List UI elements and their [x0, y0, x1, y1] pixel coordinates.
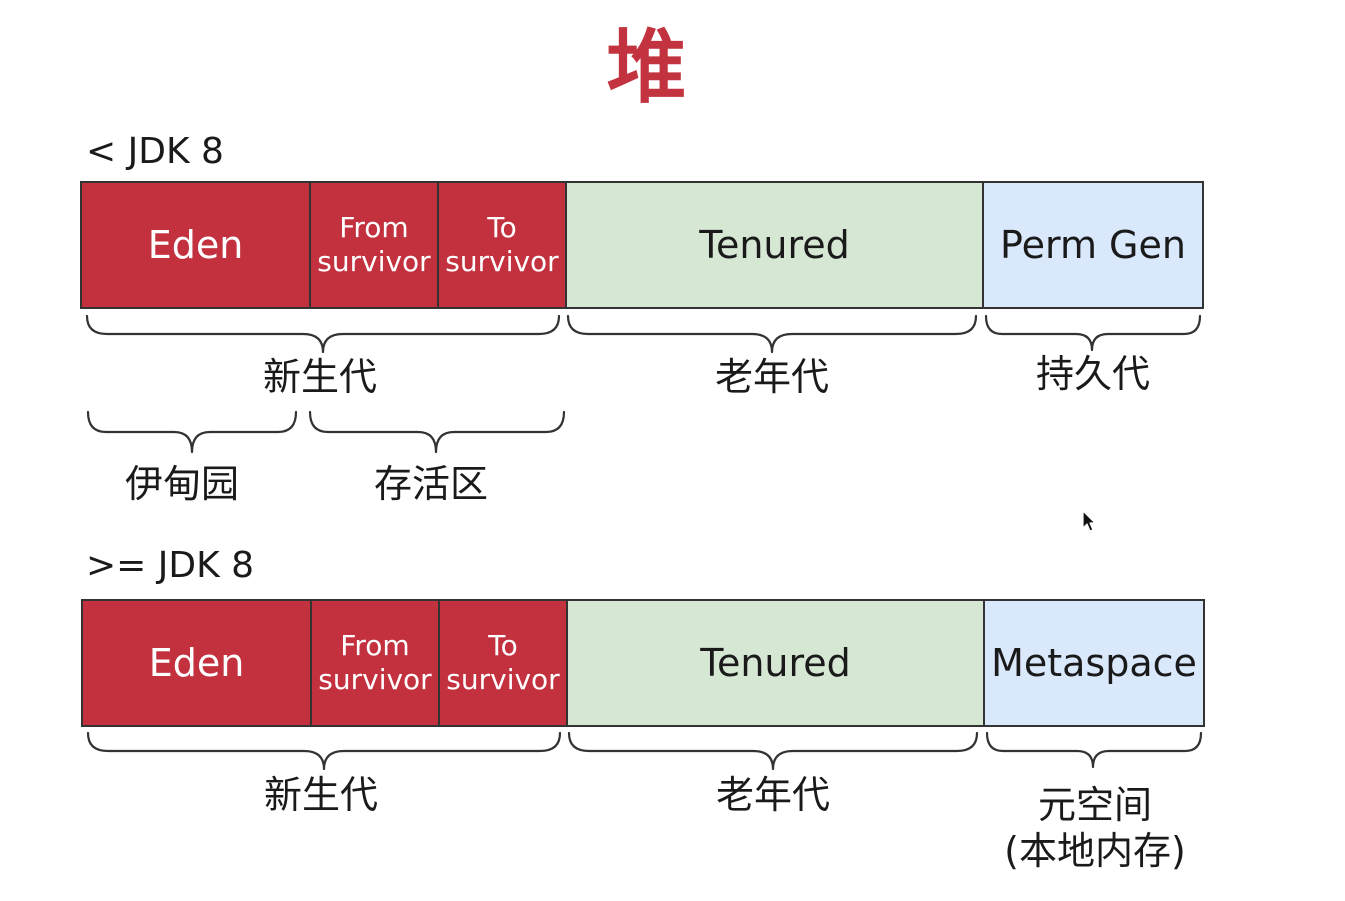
brace-young-gen [85, 314, 561, 354]
brace-old-gen [566, 314, 978, 354]
brace-perm-gen [984, 314, 1202, 352]
segment-to-label: To [488, 629, 518, 663]
brace-metaspace [985, 731, 1203, 769]
label-perm-gen: 持久代 [1035, 352, 1151, 396]
segment-metaspace: Metaspace [985, 601, 1203, 725]
segment-tenured-label: Tenured [700, 641, 851, 685]
segment-from-label: From [340, 629, 410, 663]
heap-bar-post-jdk8: Eden From survivor To survivor Tenured M… [81, 599, 1205, 727]
heap-bar-pre-jdk8: Eden From survivor To survivor Tenured P… [80, 181, 1204, 309]
segment-eden-label: Eden [147, 223, 244, 267]
section-label-post-jdk8: >= JDK 8 [86, 545, 255, 586]
section-label-pre-jdk8: < JDK 8 [86, 131, 224, 172]
page-title: 堆 [606, 21, 687, 114]
segment-tenured: Tenured [567, 183, 984, 307]
segment-from-label: From [339, 211, 409, 245]
segment-from-sub-label: survivor [317, 245, 431, 278]
label-young-gen: 新生代 [263, 773, 379, 817]
label-metaspace: 元空间 (本地内存) [1004, 782, 1186, 875]
brace-old-gen [567, 731, 979, 771]
label-metaspace-line2: (本地内存) [1004, 829, 1186, 874]
segment-tenured-label: Tenured [699, 223, 850, 267]
segment-to-survivor: To survivor [439, 183, 567, 307]
brace-eden [86, 410, 298, 454]
segment-tenured: Tenured [568, 601, 985, 725]
segment-to-sub-label: survivor [445, 245, 559, 278]
segment-perm-gen-label: Perm Gen [1000, 223, 1186, 267]
segment-from-sub-label: survivor [318, 663, 432, 696]
label-old-gen: 老年代 [715, 773, 831, 817]
segment-from-survivor: From survivor [312, 601, 440, 725]
segment-eden: Eden [82, 183, 311, 307]
segment-to-label: To [487, 211, 517, 245]
segment-perm-gen: Perm Gen [984, 183, 1202, 307]
label-young-gen: 新生代 [262, 355, 378, 399]
segment-to-sub-label: survivor [446, 663, 560, 696]
segment-to-survivor: To survivor [440, 601, 568, 725]
brace-survivor [308, 410, 566, 454]
segment-metaspace-label: Metaspace [991, 641, 1197, 685]
label-survivor: 存活区 [373, 462, 489, 506]
label-eden: 伊甸园 [124, 462, 240, 506]
label-metaspace-line1: 元空间 [1037, 783, 1152, 827]
segment-eden-label: Eden [148, 641, 245, 685]
segment-from-survivor: From survivor [311, 183, 439, 307]
label-old-gen: 老年代 [714, 355, 830, 399]
mouse-cursor-icon [1082, 510, 1096, 532]
brace-young-gen [86, 731, 562, 771]
segment-eden: Eden [83, 601, 312, 725]
